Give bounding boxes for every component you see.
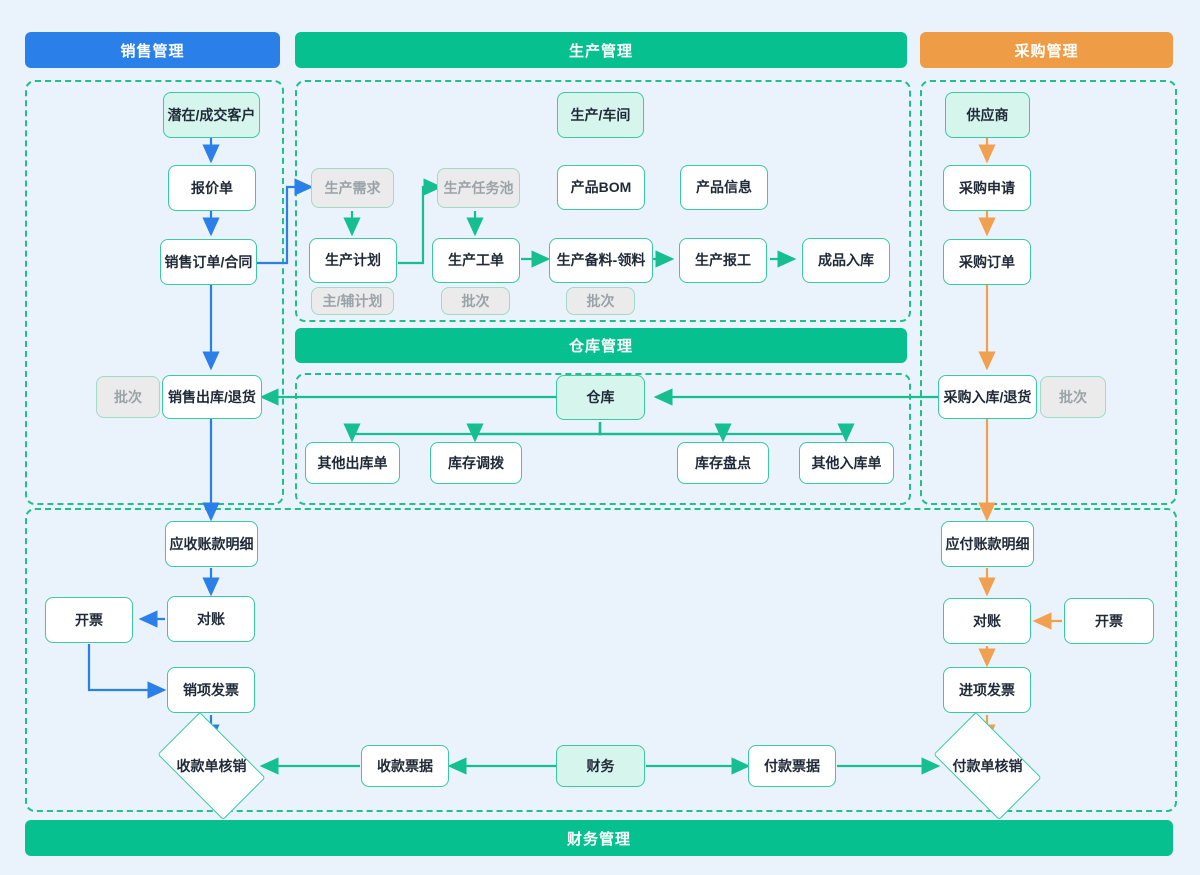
section-bar-finance[interactable]: 财务管理 [25, 820, 1173, 856]
node-ar-reconciliation[interactable]: 对账 [167, 596, 255, 642]
node-work-order[interactable]: 生产工单 [432, 238, 520, 283]
region-warehouse [295, 373, 911, 505]
node-sales-order[interactable]: 销售订单/合同 [160, 239, 257, 285]
section-bar-production[interactable]: 生产管理 [295, 32, 907, 68]
section-bar-sales[interactable]: 销售管理 [25, 32, 280, 68]
node-workshop[interactable]: 生产/车间 [557, 92, 644, 138]
node-task-pool[interactable]: 生产任务池 [437, 168, 520, 208]
node-receipt-writeoff[interactable]: 收款单核销 [157, 711, 266, 821]
node-purchase-batch[interactable]: 批次 [1040, 376, 1106, 418]
node-work-order-batch[interactable]: 批次 [441, 287, 510, 315]
diamond-label: 付款单核销 [952, 758, 1023, 774]
node-quotation[interactable]: 报价单 [168, 165, 256, 211]
region-production [295, 80, 911, 322]
node-customer[interactable]: 潜在/成交客户 [163, 92, 260, 138]
node-production-report[interactable]: 生产报工 [679, 238, 767, 283]
node-product-bom[interactable]: 产品BOM [557, 165, 645, 210]
region-sales [25, 80, 284, 505]
node-production-demand[interactable]: 生产需求 [311, 168, 394, 208]
node-receipt-document[interactable]: 收款票据 [361, 745, 449, 787]
node-sales-outbound[interactable]: 销售出库/退货 [162, 375, 262, 419]
section-bar-purchase[interactable]: 采购管理 [920, 32, 1173, 68]
region-finance [25, 508, 1177, 812]
node-ap-invoice-issue[interactable]: 开票 [1064, 598, 1154, 644]
node-other-outbound[interactable]: 其他出库单 [305, 442, 400, 484]
node-ap-detail[interactable]: 应付账款明细 [941, 521, 1034, 567]
node-input-invoice[interactable]: 进项发票 [943, 667, 1031, 713]
section-bar-warehouse[interactable]: 仓库管理 [295, 328, 907, 363]
node-ap-reconciliation[interactable]: 对账 [943, 598, 1031, 644]
node-production-picking[interactable]: 生产备料-领料 [549, 238, 653, 283]
node-purchase-requisition[interactable]: 采购申请 [943, 165, 1031, 211]
node-sales-batch[interactable]: 批次 [96, 376, 160, 418]
node-ar-invoice-issue[interactable]: 开票 [45, 597, 133, 643]
node-purchase-inbound[interactable]: 采购入库/退货 [938, 375, 1037, 419]
node-production-plan[interactable]: 生产计划 [309, 238, 397, 283]
node-ar-detail[interactable]: 应收账款明细 [165, 521, 258, 567]
node-stocktake[interactable]: 库存盘点 [677, 442, 769, 484]
node-picking-batch[interactable]: 批次 [566, 287, 635, 315]
node-warehouse-hub[interactable]: 仓库 [556, 375, 645, 420]
node-plan-sub[interactable]: 主/辅计划 [311, 287, 394, 315]
node-finance-hub[interactable]: 财务 [556, 745, 645, 787]
diamond-label: 收款单核销 [176, 758, 247, 774]
node-supplier[interactable]: 供应商 [945, 92, 1030, 138]
node-purchase-order[interactable]: 采购订单 [943, 239, 1031, 285]
node-payment-document[interactable]: 付款票据 [748, 745, 836, 787]
node-product-info[interactable]: 产品信息 [680, 165, 768, 210]
node-stock-transfer[interactable]: 库存调拨 [430, 442, 522, 484]
node-other-inbound[interactable]: 其他入库单 [799, 442, 894, 484]
node-finished-goods-in[interactable]: 成品入库 [802, 238, 890, 283]
node-output-invoice[interactable]: 销项发票 [167, 667, 255, 713]
node-payment-writeoff[interactable]: 付款单核销 [933, 711, 1042, 821]
region-purchase [920, 80, 1177, 505]
